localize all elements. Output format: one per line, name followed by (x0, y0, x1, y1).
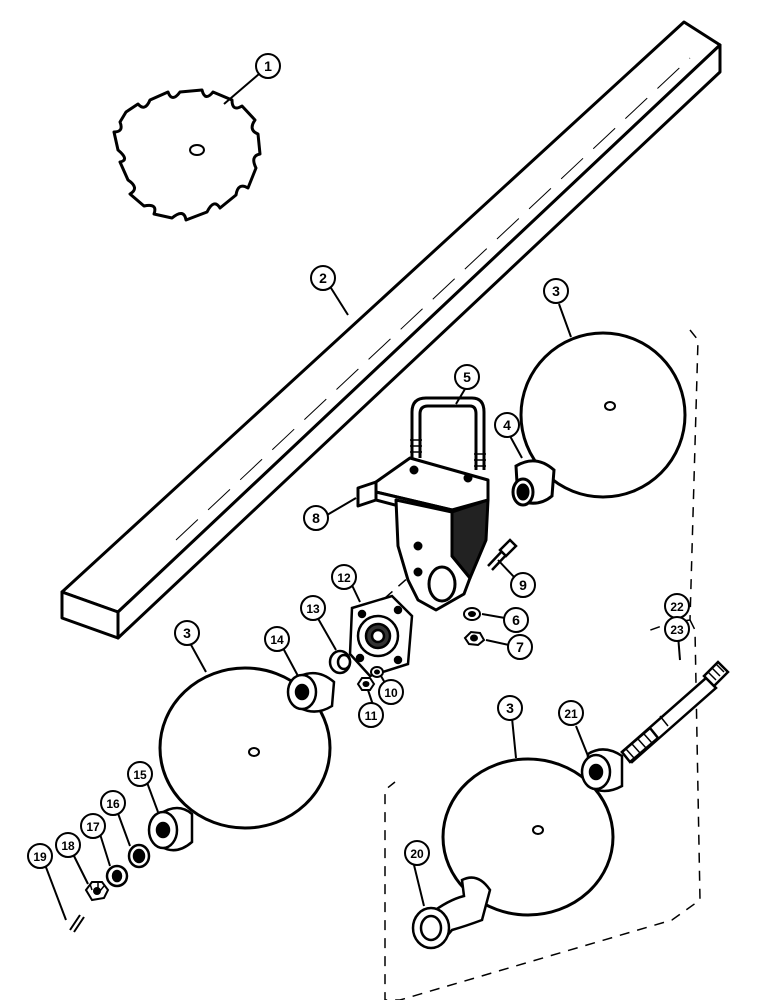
callout-label-20: 20 (410, 847, 424, 861)
part-14-spool (286, 671, 336, 713)
part-2-square-bar (60, 20, 722, 640)
part-12-flange-bearing (348, 594, 414, 678)
callout-label-13: 13 (306, 602, 320, 616)
callout-17: 17 (80, 813, 106, 839)
callout-label-21: 21 (564, 707, 578, 721)
part-7-nut (463, 630, 486, 647)
callout-label-10: 10 (384, 686, 398, 700)
part-20-spool (411, 876, 492, 950)
part-3-disc-upper-right (519, 331, 687, 499)
callout-label-12: 12 (337, 571, 351, 585)
part-3-disc-lower-left (158, 666, 332, 830)
callout-label-19: 19 (33, 850, 47, 864)
callout-6: 6 (503, 607, 529, 633)
callout-16: 16 (100, 790, 126, 816)
part-19-cotter-pin (69, 914, 85, 933)
callout-3-right: 3 (497, 695, 523, 721)
callout-13: 13 (300, 595, 326, 621)
callout-20: 20 (404, 840, 430, 866)
callout-label-3-right: 3 (506, 700, 514, 716)
part-4-spool (511, 459, 556, 507)
part-5-u-bolt (410, 396, 486, 470)
callout-21: 21 (558, 700, 584, 726)
part-22-23-threaded-axle (620, 660, 730, 764)
callout-label-14: 14 (270, 633, 284, 647)
callout-label-2: 2 (319, 270, 327, 286)
callout-label-17: 17 (86, 820, 100, 834)
callout-label-9: 9 (519, 577, 527, 593)
part-18-castle-nut (84, 881, 110, 902)
callout-label-1: 1 (264, 58, 272, 74)
part-6-lockwasher (463, 607, 481, 621)
callout-label-15: 15 (133, 768, 147, 782)
callout-14: 14 (264, 626, 290, 652)
callout-5: 5 (454, 364, 480, 390)
part-10-lockwasher (370, 666, 384, 678)
callout-15: 15 (127, 761, 153, 787)
part-21-spacer (580, 748, 624, 793)
part-15-spool (147, 806, 194, 852)
callout-label-23: 23 (670, 623, 684, 637)
callout-label-6: 6 (512, 612, 520, 628)
callout-label-22: 22 (670, 600, 684, 614)
callout-8: 8 (303, 505, 329, 531)
callout-label-4: 4 (503, 417, 511, 433)
callout-label-5: 5 (463, 369, 471, 385)
callout-label-11: 11 (365, 709, 378, 723)
callout-7: 7 (507, 634, 533, 660)
part-16-washer (127, 843, 151, 869)
callout-3-left: 3 (174, 620, 200, 646)
part-17-washer (105, 864, 129, 888)
leader-lines (43, 73, 681, 921)
callout-2: 2 (310, 265, 336, 291)
callout-3-upper: 3 (543, 278, 569, 304)
callout-22: 22 (664, 593, 690, 619)
callout-label-7: 7 (516, 639, 524, 655)
callout-1: 1 (255, 53, 281, 79)
callout-12: 12 (331, 564, 357, 590)
part-1-notched-disc (112, 88, 262, 222)
callout-label-16: 16 (106, 797, 120, 811)
part-8-hanger-bracket (356, 456, 490, 612)
callout-label-3-left: 3 (183, 625, 191, 641)
callout-23: 23 (664, 616, 690, 642)
part-3-disc-lower-right (441, 757, 615, 917)
callout-label-3-upper: 3 (552, 283, 560, 299)
callout-18: 18 (55, 832, 81, 858)
callout-label-18: 18 (61, 839, 75, 853)
callout-4: 4 (494, 412, 520, 438)
callout-10: 10 (378, 679, 404, 705)
callout-label-8: 8 (312, 510, 320, 526)
callout-11: 11 (358, 702, 384, 728)
callout-9: 9 (510, 572, 536, 598)
part-11-nut (356, 677, 376, 691)
part-13-sleeve (328, 649, 352, 675)
callout-19: 19 (27, 843, 53, 869)
